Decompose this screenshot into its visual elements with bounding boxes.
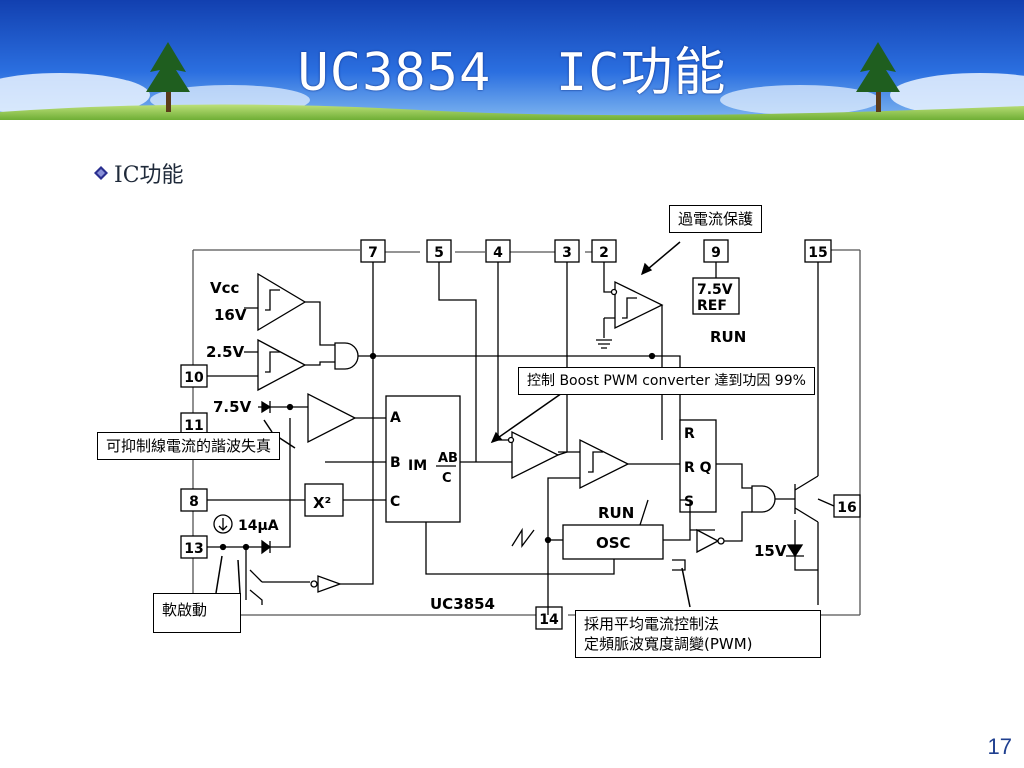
page-number: 17 [987, 734, 1012, 759]
sawtooth-icon [511, 527, 535, 548]
svg-text:RUN: RUN [598, 504, 634, 522]
svg-text:15V: 15V [754, 542, 787, 560]
svg-text:X²: X² [313, 494, 331, 512]
svg-text:16V: 16V [214, 306, 247, 324]
callout-overcurrent: 過電流保護 [669, 205, 763, 233]
svg-text:OSC: OSC [596, 534, 631, 552]
uvlo-comparator [257, 272, 335, 346]
svg-text:B: B [390, 455, 401, 471]
svg-text:Vcc: Vcc [210, 279, 239, 297]
output-and-gate [751, 485, 776, 513]
svg-text:9: 9 [711, 245, 721, 261]
bullet-item: IC功能 [92, 158, 184, 188]
svg-text:13: 13 [184, 541, 203, 557]
svg-text:15: 15 [808, 245, 827, 261]
soft-start-circuit: 14µA [207, 418, 374, 605]
svg-text:S: S [684, 494, 694, 510]
svg-text:RUN: RUN [710, 328, 746, 346]
callout-boost-pwm: 控制 Boost PWM converter 達到功因 99% [518, 367, 815, 395]
callout-average-current: 採用平均電流控制法 定頻脈波寬度調變(PWM) [575, 610, 821, 658]
tree-icon [146, 42, 190, 112]
svg-text:8: 8 [189, 494, 199, 510]
rs-flip-flop: R R Q S [679, 419, 717, 513]
svg-text:2: 2 [599, 245, 609, 261]
svg-text:A: A [390, 410, 401, 426]
inverter [696, 528, 720, 554]
pin-5: 5 [426, 239, 452, 263]
svg-text:C: C [442, 471, 452, 486]
svg-text:10: 10 [184, 370, 204, 386]
bullet-text: IC功能 [114, 163, 184, 188]
svg-text:R Q: R Q [684, 460, 712, 476]
reference-block [692, 277, 740, 315]
svg-text:16: 16 [837, 500, 856, 516]
svg-text:C: C [390, 494, 400, 510]
svg-text:14: 14 [539, 612, 559, 628]
callout-softstart: 軟啟動 [153, 593, 241, 633]
svg-text:14µA: 14µA [238, 518, 279, 534]
header-banner: UC3854 IC功能 [0, 0, 1024, 120]
pin-13: 13 [180, 535, 208, 559]
pin-15: 15 [804, 239, 832, 263]
pin-2: 2 [591, 239, 617, 263]
svg-text:REF: REF [697, 298, 727, 314]
pin-4: 4 [485, 239, 511, 263]
svg-text:7.5V: 7.5V [697, 282, 733, 298]
svg-text:3: 3 [562, 245, 572, 261]
svg-text:UC3854: UC3854 [430, 595, 495, 613]
pin-10: 10 [180, 364, 208, 388]
overcurrent-comparator [596, 262, 664, 440]
slide-title: UC3854 IC功能 [297, 43, 727, 103]
pin-3: 3 [554, 239, 580, 263]
voltage-amplifier [258, 392, 386, 444]
pin-11: 11 [180, 412, 208, 436]
and-gate [334, 342, 359, 370]
pin-16: 16 [833, 494, 861, 518]
callout-average-current-line1: 採用平均電流控制法 [584, 615, 720, 633]
pin-9: 9 [703, 239, 729, 263]
banner-background [0, 0, 1024, 120]
svg-text:11: 11 [184, 418, 203, 434]
squarer-block [304, 483, 344, 517]
pin-14: 14 [535, 606, 563, 630]
callout-average-current-line2: 定頻脈波寬度調變(PWM) [584, 635, 753, 653]
diamond-bullet-icon [94, 166, 108, 180]
svg-text:2.5V: 2.5V [206, 343, 245, 361]
svg-text:4: 4 [493, 245, 503, 261]
pwm-comparator [544, 438, 680, 615]
oscillator-block [562, 524, 664, 560]
svg-text:7.5V: 7.5V [213, 398, 252, 416]
svg-text:7: 7 [368, 245, 378, 261]
svg-text:R: R [684, 426, 695, 442]
callout-harmonic: 可抑制線電流的諧波失真 [97, 432, 281, 460]
pin-7: 7 [360, 239, 386, 263]
svg-text:5: 5 [434, 245, 444, 261]
svg-text:IM: IM [408, 458, 427, 474]
svg-text:AB: AB [438, 451, 458, 466]
pin-8: 8 [180, 488, 208, 512]
multiplier-block: A B C IM AB C [385, 395, 461, 523]
ref-comparator [207, 338, 335, 392]
tree-icon [856, 42, 900, 112]
